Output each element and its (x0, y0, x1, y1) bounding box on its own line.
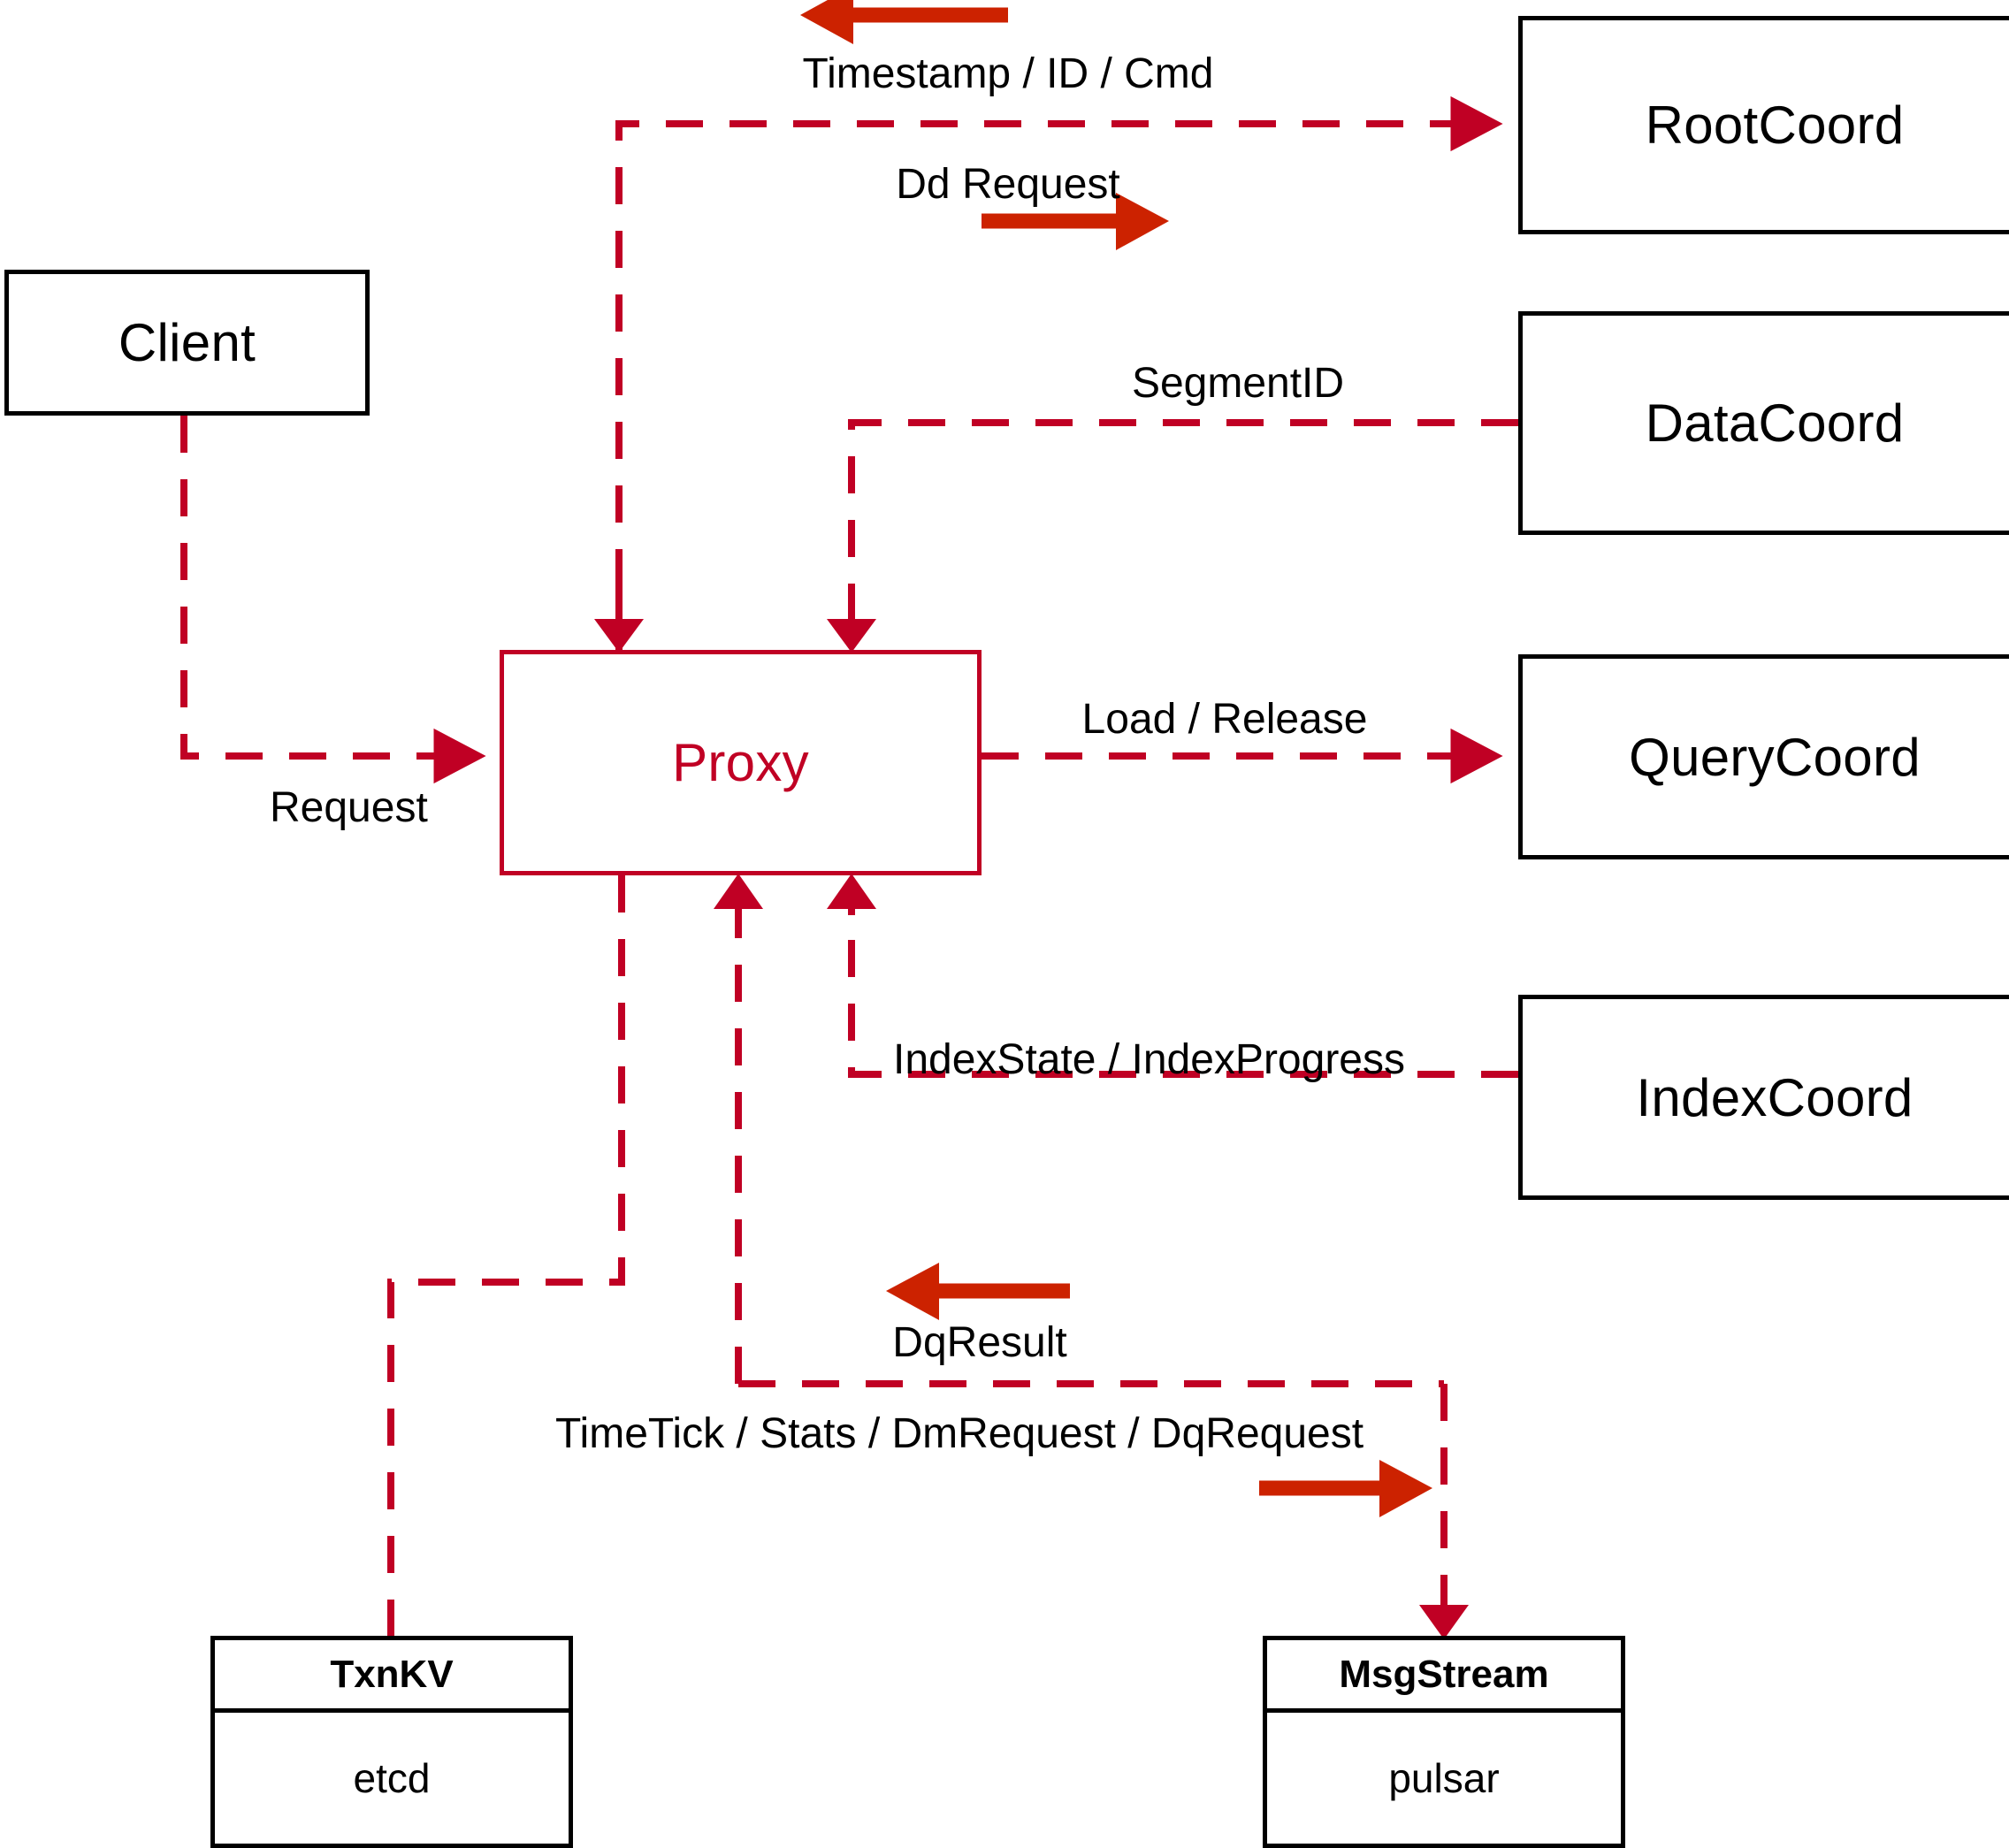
node-querycoord-label: QueryCoord (1629, 727, 1921, 787)
direction-arrow-dd-request-right (982, 193, 1169, 250)
edge-label-request: Request (270, 784, 428, 831)
edge-indexcoord-to-proxy (827, 874, 1518, 1078)
node-rootcoord-label: RootCoord (1645, 95, 1905, 155)
node-client-label: Client (118, 313, 256, 372)
node-msgstream-header: MsgStream (1267, 1640, 1621, 1713)
node-rootcoord[interactable]: RootCoord (1518, 16, 2009, 234)
edge-label-timestamp-id-cmd: Timestamp / ID / Cmd (802, 50, 1214, 97)
node-querycoord[interactable]: QueryCoord (1518, 654, 2009, 859)
node-indexcoord[interactable]: IndexCoord (1518, 995, 2009, 1200)
node-indexcoord-label: IndexCoord (1636, 1067, 1914, 1127)
node-msgstream[interactable]: MsgStream pulsar (1263, 1636, 1625, 1848)
edge-msgstream-to-proxy (714, 874, 1444, 1387)
node-txnkv-header: TxnKV (215, 1640, 569, 1713)
edge-datacoord-to-proxy (827, 419, 1518, 653)
edge-label-index-state-progress: IndexState / IndexProgress (893, 1036, 1405, 1083)
node-proxy-label: Proxy (672, 733, 809, 792)
arrowhead-rootcoord-into-proxy (594, 566, 644, 653)
node-datacoord-label: DataCoord (1645, 393, 1905, 453)
direction-arrow-dqresult-left (886, 1263, 1070, 1320)
node-datacoord[interactable]: DataCoord (1518, 311, 2009, 535)
edge-label-timetick-stats: TimeTick / Stats / DmRequest / DqRequest (555, 1410, 1364, 1457)
edge-label-load-release: Load / Release (1081, 696, 1368, 743)
node-txnkv[interactable]: TxnKV etcd (210, 1636, 573, 1848)
node-client[interactable]: Client (4, 270, 370, 416)
edge-proxy-to-txnkv (387, 875, 625, 1636)
edge-proxy-to-msgstream (1419, 1384, 1469, 1639)
node-proxy[interactable]: Proxy (500, 650, 982, 875)
edge-label-dq-result: DqResult (892, 1319, 1067, 1366)
node-msgstream-body: pulsar (1388, 1755, 1500, 1801)
node-txnkv-body: etcd (353, 1755, 431, 1801)
edge-client-to-proxy (180, 416, 486, 784)
edge-label-dd-request: Dd Request (896, 161, 1120, 208)
direction-arrow-timestamp-left (800, 0, 1008, 44)
edge-label-segment-id: SegmentID (1131, 360, 1345, 407)
direction-arrow-dqrequest-right (1259, 1460, 1432, 1517)
